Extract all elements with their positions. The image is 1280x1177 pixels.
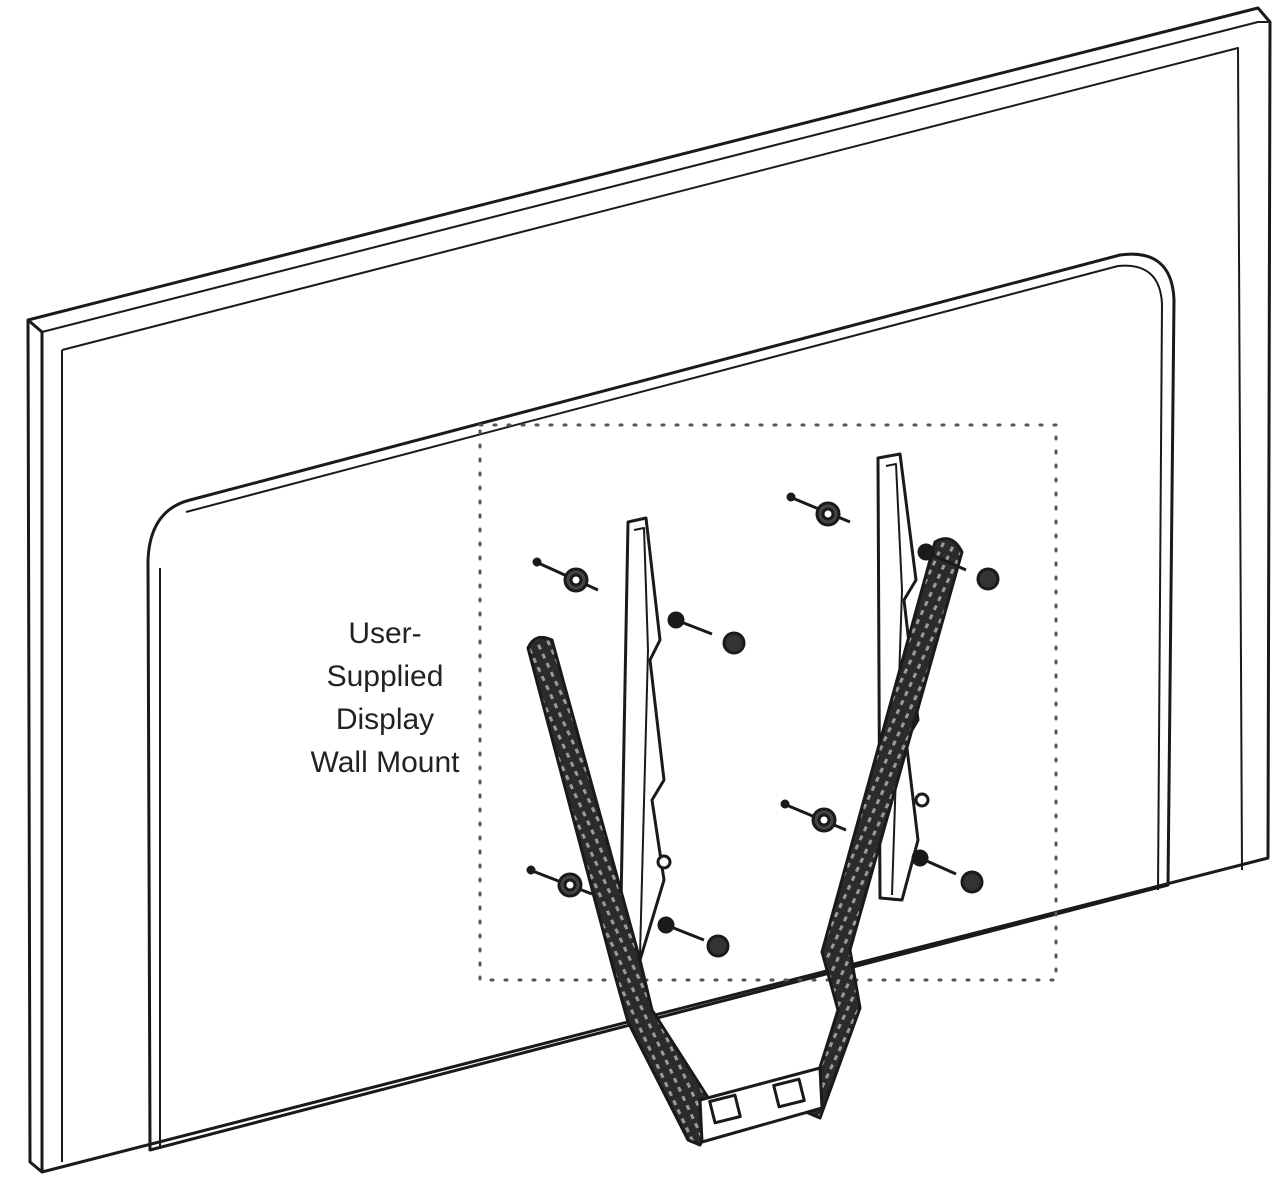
washer-bottom-left <box>526 865 593 898</box>
left-mount-arm <box>526 635 718 1147</box>
washers <box>526 492 851 898</box>
wall-mount-callout: User- Supplied Display Wall Mount <box>250 612 520 784</box>
clip-right <box>914 792 930 808</box>
crossbar-slot-left <box>708 1093 742 1125</box>
mount-area-outline <box>478 423 1058 982</box>
clip-left <box>656 854 672 870</box>
screw-left-upper <box>667 611 746 655</box>
screws <box>656 543 1000 958</box>
crossbar-slot-right <box>772 1077 806 1109</box>
washer-bottom-right <box>780 799 847 833</box>
callout-line-3: Display <box>335 703 435 736</box>
callout-line-4: Wall Mount <box>310 746 460 779</box>
soundbar-mount-arms <box>526 537 964 1147</box>
callout-line-1: User- <box>348 617 422 650</box>
screw-left-lower <box>657 916 730 958</box>
screw-right-upper <box>917 543 1000 591</box>
callout-line-2: Supplied <box>326 660 444 693</box>
screw-right-lower <box>911 849 984 894</box>
tv-back-panel <box>146 252 1176 1152</box>
washer-top-left <box>532 557 599 593</box>
washer-top-right <box>786 492 851 527</box>
